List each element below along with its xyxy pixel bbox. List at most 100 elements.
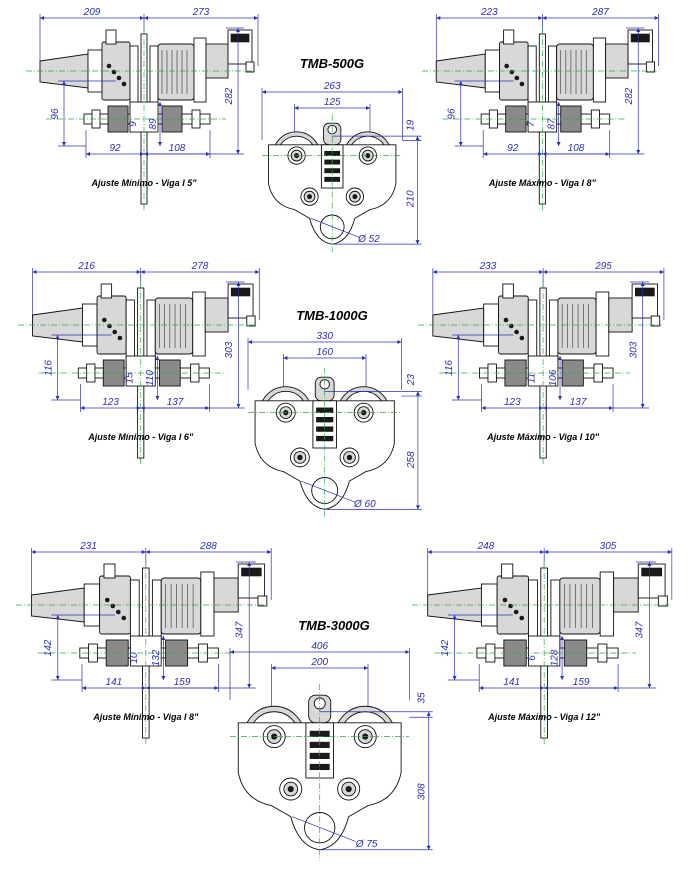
flange-value: 128 [550,649,561,666]
vert-small-dim-arrow-start [62,81,66,85]
caption: Ajuste Mínimo - Viga I 5" [91,178,198,188]
motor-body [205,43,229,79]
vert-small-dim-arrow-start [55,615,60,619]
web-value: 11 [527,373,538,383]
top-right-value: 288 [199,541,217,552]
bolt [508,323,514,329]
top-left-dim-arrow-start [31,550,36,554]
front-width-dim-arrow-end [398,90,403,94]
top-right-dim-arrow-end [255,270,260,274]
front-inner-dim-arrow-start [271,666,276,670]
height-dim-arrow-start [647,562,652,566]
gearbox-left-top [100,283,113,299]
bot-left-dim-arrow-start [80,406,85,410]
gearbox-left-top [503,29,515,45]
bot-right-dim-arrow-end [605,152,610,156]
bot-right-dim-arrow-start [140,406,145,410]
top-right-value: 295 [594,261,612,272]
web-value: 6 [527,655,538,661]
height-dim-arrow-end [236,404,241,408]
top-left-value: 209 [83,7,101,18]
top-left-value: 223 [480,7,498,18]
front-inner-dim-arrow-end [364,666,368,670]
top-right-value: 305 [600,541,617,552]
flange-dim-arrow-end [155,396,160,400]
top-left-dim-arrow-start [40,16,44,20]
bolt [513,609,519,615]
bot-right-dim-arrow-start [145,686,150,690]
flange-dim-arrow-start [161,636,166,640]
front-width-dim-arrow-end [397,340,402,344]
vert-small-value: 96 [50,108,61,120]
gearbox-right [556,43,594,101]
bot-left-dim-arrow-end [141,686,146,690]
top-right-dim-arrow-start [144,16,148,20]
bolt [117,335,123,341]
gearbox-right [557,297,597,355]
wheel-axle-3 [345,785,352,793]
height-dim-arrow-end [236,150,240,154]
top-right-dim-arrow-end [267,550,272,554]
vert-small-value: 142 [43,639,54,656]
bot-right-dim-arrow-end [614,686,619,690]
front-inner-value: 200 [310,657,328,668]
chain-block [592,37,607,103]
bot-left-dim-arrow-end [136,406,141,410]
gearbox-left-top [105,29,117,45]
limit-terminal [230,287,251,297]
bot-left-dim-arrow-start [481,406,486,410]
top-left-dim-arrow-end [538,16,543,20]
caption: Ajuste Máximo - Viga I 10" [486,432,600,442]
height-dim-arrow-end [640,404,645,408]
flange-value: 110 [145,370,156,386]
wheel-right [158,359,181,387]
height-dim-arrow-start [640,282,645,286]
top-right-dim-arrow-end [654,16,659,20]
flange-dim-arrow-start [155,356,160,360]
gearbox-left-top [103,563,116,579]
front-inner-value: 160 [316,347,333,358]
front-width-dim-arrow-end [405,650,410,654]
cable-gland [645,61,656,73]
flange-dim-arrow-end [556,142,561,146]
bolt [105,597,110,603]
motor-body [613,577,639,613]
bolt [102,317,107,323]
top-right-dim-arrow-end [254,16,258,20]
bolt [121,615,127,621]
gearbox-right [160,577,202,635]
diameter-leader [300,480,356,503]
wheel-axle-2 [307,194,312,200]
height-value: 282 [224,87,235,105]
web-value: 10 [129,652,140,664]
flange-dim-arrow-end [558,396,563,400]
top-left-dim-arrow-end [539,270,544,274]
flange-value: 89 [148,118,159,130]
bot-left-dim-arrow-end [539,406,544,410]
height-dim-arrow-end [636,150,641,154]
bolt [519,335,525,341]
bolt [509,69,515,75]
bot-right-dim-arrow-start [144,152,148,156]
bot-left-dim-arrow-end [538,152,543,156]
top-right-dim-arrow-start [145,550,150,554]
front-height-dim-arrow-start [415,391,420,396]
wheel-left [504,359,527,387]
cable-gland [650,315,661,327]
caption: Ajuste Mínimo - Viga I 6" [87,432,194,442]
height-dim-arrow-start [636,28,641,32]
top-right-value: 287 [591,7,609,18]
vert-small-dim-arrow-end [55,396,60,400]
front-height-dim-arrow-end [426,845,431,850]
cable-gland [657,595,668,607]
bolt [502,597,508,603]
front-height-dim-arrow-end [415,505,420,510]
top-left-dim-arrow-start [427,550,432,554]
top-right-dim-arrow-end [667,550,672,554]
top-left-value: 231 [79,541,97,552]
wheel-axle-3 [346,454,353,461]
vert-small-dim-arrow-start [55,335,60,339]
limit-terminal [630,33,650,43]
bot-left-value: 92 [507,143,519,154]
